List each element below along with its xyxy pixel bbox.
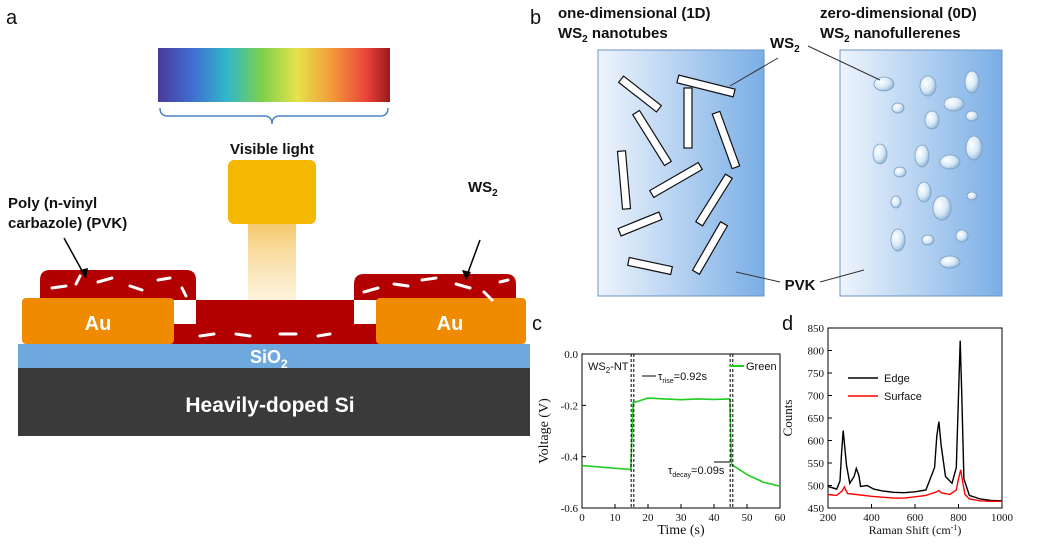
au-left-electrode <box>22 298 174 344</box>
y-tick-label: 800 <box>808 346 825 358</box>
visible-spectrum <box>158 48 390 102</box>
y-axis-label: Voltage (V) <box>537 398 552 464</box>
y-tick-label: 750 <box>808 368 825 380</box>
y-tick-label: 850 <box>808 323 825 335</box>
x-tick-label: 30 <box>676 512 688 524</box>
plot-frame <box>827 327 1003 509</box>
x-tick-label: 50 <box>742 512 754 524</box>
ws2-flakes <box>50 274 510 338</box>
si-substrate <box>18 368 530 436</box>
y-tick-label: 600 <box>808 436 825 448</box>
sio2-label: SiO2 <box>250 347 288 371</box>
pvk-label-b: PVK <box>785 277 816 294</box>
legend-label: Green <box>746 361 777 373</box>
pvk-pointer-0d <box>819 269 865 283</box>
ws2-pointer-1d <box>729 57 779 87</box>
y-tick-label: 500 <box>808 481 825 493</box>
x-tick-label: 10 <box>610 512 622 524</box>
ws2-pointer-0d <box>807 45 881 81</box>
y-axis-label: Counts <box>780 400 795 437</box>
y-tick-label: -0.2 <box>561 400 578 412</box>
light-beam <box>248 222 296 312</box>
x-tick-label: 600 <box>907 512 924 524</box>
x-tick-label: 1000 <box>991 512 1014 524</box>
x-tick-label: 40 <box>709 512 721 524</box>
sample-label: WS2-NT <box>588 361 629 375</box>
au-right-label: Au <box>437 313 464 335</box>
title-1d-line1: one-dimensional (1D) <box>558 5 711 22</box>
pvk-arrow-head <box>80 268 88 278</box>
au-left-label: Au <box>85 313 112 335</box>
series-line-surface <box>827 469 1002 502</box>
visible-light-label: Visible light <box>230 141 314 158</box>
legend-label-surface: Surface <box>884 391 922 403</box>
x-axis-label: Time (s) <box>657 523 705 538</box>
y-tick-label: -0.6 <box>561 503 579 515</box>
series-line-green <box>581 397 781 487</box>
x-tick-label: 20 <box>643 512 655 524</box>
pvk-label-line1: Poly (n-vinyl <box>8 195 97 212</box>
legend-label-edge: Edge <box>884 373 910 385</box>
title-1d-line2: WS2 nanotubes <box>558 25 668 45</box>
pvk-label-line2: carbazole) (PVK) <box>8 215 127 232</box>
substrate-label: Heavily-doped Si <box>185 394 354 417</box>
title-0d-line2: WS2 nanofullerenes <box>820 25 961 45</box>
sio2-layer <box>18 344 530 368</box>
panel-label-a: a <box>6 7 18 29</box>
ws2-nanotubes <box>616 74 741 276</box>
pvk-pointer-1d <box>735 271 781 283</box>
ws2-label-b: WS2 <box>770 35 800 55</box>
y-tick-label: 0.0 <box>564 349 578 361</box>
panel-label-d: d <box>782 313 793 335</box>
spectrum-bracket <box>159 107 389 125</box>
x-tick-label: 0 <box>579 512 585 524</box>
decay-time-label: τdecay=0.09s <box>668 465 725 479</box>
ws2-nanofullerenes <box>872 70 983 269</box>
pvk-channel <box>170 324 380 344</box>
ws2-label-a: WS2 <box>468 179 498 199</box>
x-tick-label: 800 <box>950 512 967 524</box>
y-tick-label: 650 <box>808 413 825 425</box>
x-tick-label: 60 <box>775 512 787 524</box>
title-0d-line1: zero-dimensional (0D) <box>820 5 977 22</box>
y-tick-label: 700 <box>808 391 825 403</box>
ws2-arrow-head <box>462 270 471 280</box>
x-tick-label: 200 <box>820 512 837 524</box>
au-right-electrode <box>376 298 526 344</box>
x-axis-label: Raman Shift (cm-1) <box>869 523 962 537</box>
light-source <box>228 160 316 224</box>
y-tick-label: 450 <box>808 503 825 515</box>
panel-label-c: c <box>532 313 542 335</box>
rise-time-label: τrise=0.92s <box>658 371 707 385</box>
panel-label-b: b <box>530 7 541 29</box>
x-tick-label: 400 <box>863 512 880 524</box>
y-tick-label: 550 <box>808 458 825 470</box>
chart-d: 200 400 600 800 1000 450 500 550 600 650 700 750 800… <box>780 323 1014 537</box>
y-tick-label: -0.4 <box>561 452 579 464</box>
series-line-edge <box>827 340 1003 502</box>
